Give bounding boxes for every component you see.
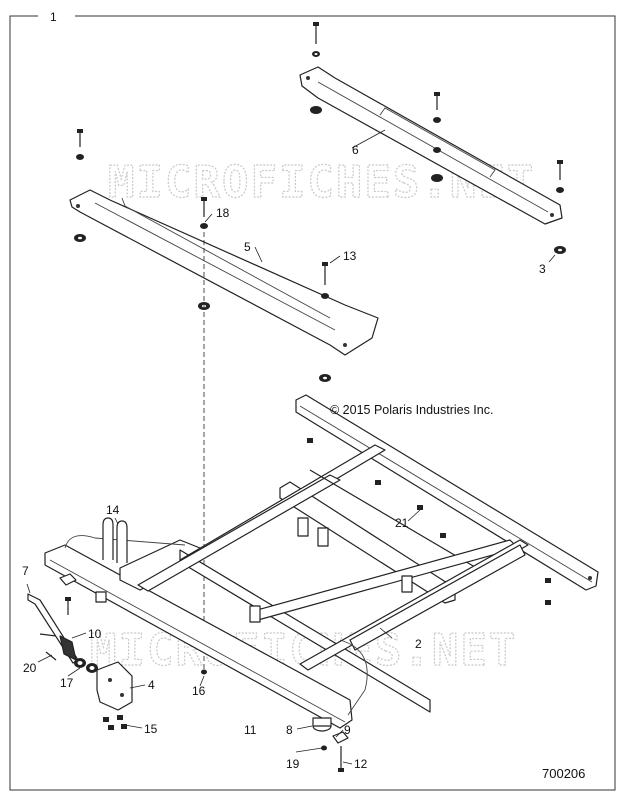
part-17-washers	[74, 658, 98, 673]
lower-small-parts	[201, 669, 349, 772]
callout-5: 5	[244, 240, 251, 254]
part-15-nuts	[103, 715, 127, 730]
callout-19: 19	[286, 757, 300, 771]
left-small-parts	[59, 573, 107, 615]
leader-lines	[26, 129, 556, 765]
callout-21: 21	[395, 516, 409, 530]
callout-13: 13	[343, 249, 357, 263]
group-frame: 1	[9, 10, 616, 791]
part-20-pin	[39, 633, 57, 661]
part-6-rail	[299, 22, 566, 254]
callout-3: 3	[539, 262, 546, 276]
callout-7: 7	[22, 564, 29, 578]
callout-9: 9	[344, 723, 351, 737]
callout-20: 20	[23, 661, 37, 675]
callout-10: 10	[88, 627, 102, 641]
callout-2: 2	[415, 637, 422, 651]
callout-18: 18	[216, 206, 230, 220]
part-10-spring	[59, 635, 77, 661]
callout-15: 15	[144, 722, 158, 736]
callout-6: 6	[352, 143, 359, 157]
callout-12: 12	[354, 757, 368, 771]
callout-8: 8	[286, 723, 293, 737]
callout-17: 17	[60, 676, 74, 690]
part-2-frame	[44, 394, 599, 729]
copyright-text: © 2015 Polaris Industries Inc.	[330, 403, 493, 417]
callout-4: 4	[148, 678, 155, 692]
callout-11: 11	[244, 723, 257, 737]
callouts: 6 3 18 5 13 21 2 14 7 10 20 17 4 15 16 1…	[22, 143, 546, 771]
group-number-label: 1	[50, 10, 57, 24]
part-5-rail	[69, 129, 379, 382]
part-14-u-bolt	[102, 517, 128, 563]
drawing-number: 700206	[542, 766, 585, 781]
callout-16: 16	[192, 684, 206, 698]
part-4-bracket	[96, 661, 133, 711]
callout-14: 14	[106, 503, 120, 517]
